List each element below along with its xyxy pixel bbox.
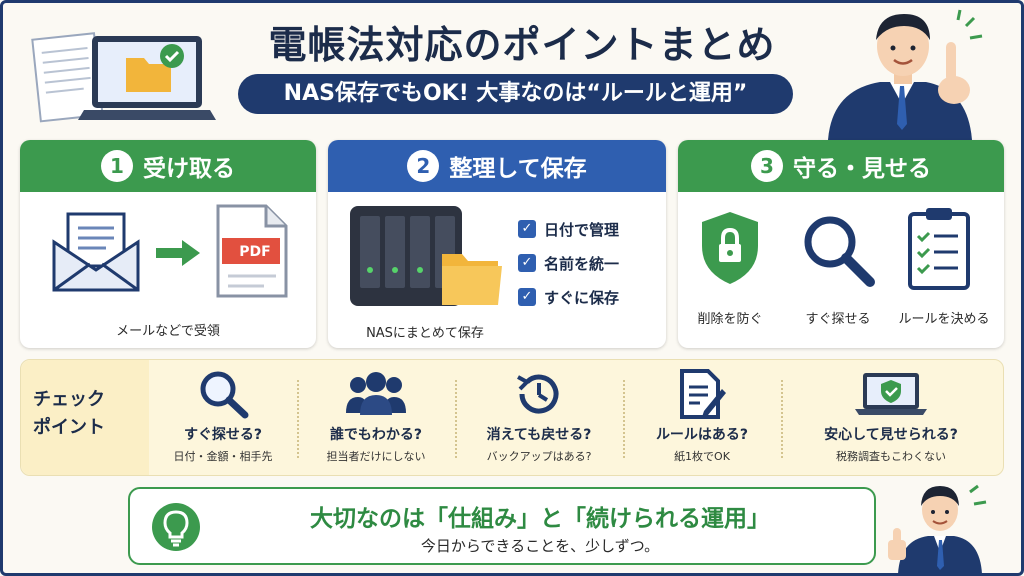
checklist-item: ✓ すぐに保存	[518, 280, 619, 314]
laptop-folder-illustration	[31, 32, 216, 123]
checklist-label: 名前を統一	[544, 254, 620, 273]
laptop-shield-icon	[855, 373, 927, 415]
checkpoint-question: ルールはある?	[655, 427, 749, 443]
checkpoint-item: 消えても戻せる? バックアップはある?	[459, 370, 619, 470]
document-pen-icon	[680, 369, 726, 419]
step-body-protect: 削除を防ぐ すぐ探せる ルールを決める	[678, 192, 1004, 348]
shield-lock-icon	[702, 212, 758, 284]
checkbox-checked-icon: ✓	[518, 220, 536, 238]
nas-server-icon	[350, 206, 502, 306]
checkpoint-item: すぐ探せる? 日付・金額・相手先	[153, 370, 293, 470]
step-body-store: ✓ 日付で管理 ✓ 名前を統一 ✓ すぐに保存 NASにまとめて保存	[328, 192, 666, 348]
checkbox-checked-icon: ✓	[518, 254, 536, 272]
businessman-pointing-illustration	[828, 9, 983, 140]
store-checklist: ✓ 日付で管理 ✓ 名前を統一 ✓ すぐに保存	[518, 212, 619, 314]
divider	[623, 380, 625, 458]
magnifier-icon	[804, 216, 875, 287]
divider	[297, 380, 299, 458]
businessman-thumbs-up-illustration	[888, 484, 987, 574]
checkpoint-item: ルールはある? 紙1枚でOK	[627, 369, 777, 470]
page-subtitle: NAS保存でもOK! 大事なのは“ルールと運用”	[238, 74, 793, 114]
protect-caption-prevent-delete: 削除を防ぐ	[697, 312, 763, 327]
step-number: 1	[101, 150, 133, 182]
protect-caption-search: すぐ探せる	[805, 312, 871, 327]
magnifier-icon	[200, 371, 249, 419]
checkpoint-label: チェック ポイント	[33, 389, 105, 438]
checkpoint-hint: 担当者だけにしない	[326, 450, 426, 463]
clipboard-checklist-icon	[908, 208, 970, 290]
step-card-receive: 1 受け取る PDF メールなどで受領	[20, 140, 316, 348]
step-number: 3	[751, 150, 783, 182]
key-message-headline: 大切なのは「仕組み」と「続けられる運用」	[310, 506, 770, 532]
checkpoint-question: 消えても戻せる?	[486, 427, 592, 443]
protect-caption-rules: ルールを決める	[898, 312, 990, 327]
step-caption-store: NASにまとめて保存	[366, 326, 484, 341]
step-title: 整理して保存	[449, 156, 587, 182]
divider	[455, 380, 457, 458]
people-icon	[346, 372, 406, 415]
lightbulb-icon	[163, 510, 189, 547]
step-title: 守る・見せる	[793, 156, 931, 182]
key-message-box: 大切なのは「仕組み」と「続けられる運用」 今日からできることを、少しずつ。	[128, 487, 876, 565]
lightbulb-badge	[152, 503, 200, 551]
checkpoint-item: 安心して見せられる? 税務調査もこわくない	[785, 370, 997, 470]
checkpoint-band: チェック ポイント すぐ探せる? 日付・金額・相手先 誰でもわかる? 担当者だけ…	[20, 359, 1004, 476]
envelope-icon	[52, 212, 140, 292]
step-body-receive: PDF メールなどで受領	[20, 192, 316, 348]
divider	[781, 380, 783, 458]
step-number: 2	[407, 150, 440, 182]
checkpoint-hint: 日付・金額・相手先	[173, 450, 273, 463]
key-message-subtext: 今日からできることを、少しずつ。	[420, 537, 660, 555]
step-card-protect: 3 守る・見せる 削除を防ぐ すぐ探せる ルールを決める	[678, 140, 1004, 348]
checkpoint-question: 誰でもわかる?	[329, 427, 423, 443]
checkpoint-question: 安心して見せられる?	[824, 427, 958, 443]
step-header-store: 2 整理して保存	[328, 140, 666, 192]
checkpoint-hint: バックアップはある?	[486, 450, 592, 463]
checklist-label: 日付で管理	[544, 220, 620, 239]
step-caption-receive: メールなどで受領	[116, 324, 220, 339]
checkpoint-hint: 税務調査もこわくない	[836, 450, 946, 463]
page-title: 電帳法対応のポイントまとめ	[268, 23, 776, 67]
checklist-item: ✓ 名前を統一	[518, 246, 619, 280]
checkpoint-label-bg	[21, 360, 149, 475]
checklist-item: ✓ 日付で管理	[518, 212, 619, 246]
checkpoint-hint: 紙1枚でOK	[674, 450, 730, 463]
checklist-label: すぐに保存	[544, 288, 620, 307]
pdf-file-icon	[216, 204, 288, 298]
arrow-right-icon	[156, 240, 200, 266]
checkpoint-question: すぐ探せる?	[183, 427, 263, 443]
checkbox-checked-icon: ✓	[518, 288, 536, 306]
history-clock-icon	[517, 374, 559, 414]
checkpoint-item: 誰でもわかる? 担当者だけにしない	[301, 370, 451, 470]
step-header-receive: 1 受け取る	[20, 140, 316, 192]
step-card-store: 2 整理して保存 ✓ 日付で管理 ✓ 名前を統一	[328, 140, 666, 348]
step-title: 受け取る	[143, 156, 235, 182]
pdf-label: PDF	[239, 244, 271, 260]
step-header-protect: 3 守る・見せる	[678, 140, 1004, 192]
